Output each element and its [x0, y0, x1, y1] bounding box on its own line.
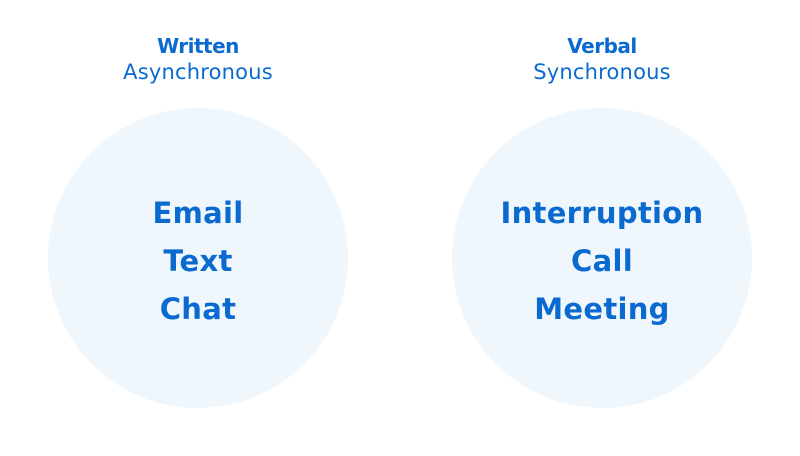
written-heading: Written Asynchronous: [48, 33, 348, 86]
verbal-title: Verbal: [567, 34, 637, 58]
verbal-circle: [452, 108, 752, 408]
verbal-column: Verbal Synchronous Interruption Call Mee…: [452, 0, 752, 456]
verbal-heading: Verbal Synchronous: [452, 33, 752, 86]
written-subtitle: Asynchronous: [123, 60, 273, 84]
written-title: Written: [157, 34, 239, 58]
verbal-subtitle: Synchronous: [533, 60, 671, 84]
written-column: Written Asynchronous Email Text Chat: [48, 0, 348, 456]
written-item-chat: Chat: [159, 292, 237, 326]
verbal-item-call: Call: [571, 244, 633, 278]
written-item-email: Email: [152, 196, 244, 230]
written-circle: [48, 108, 348, 408]
verbal-item-meeting: Meeting: [534, 292, 670, 326]
written-item-text: Text: [163, 244, 233, 278]
verbal-list: Interruption Call Meeting: [452, 189, 752, 333]
written-list: Email Text Chat: [48, 189, 348, 333]
verbal-item-interruption: Interruption: [500, 196, 704, 230]
